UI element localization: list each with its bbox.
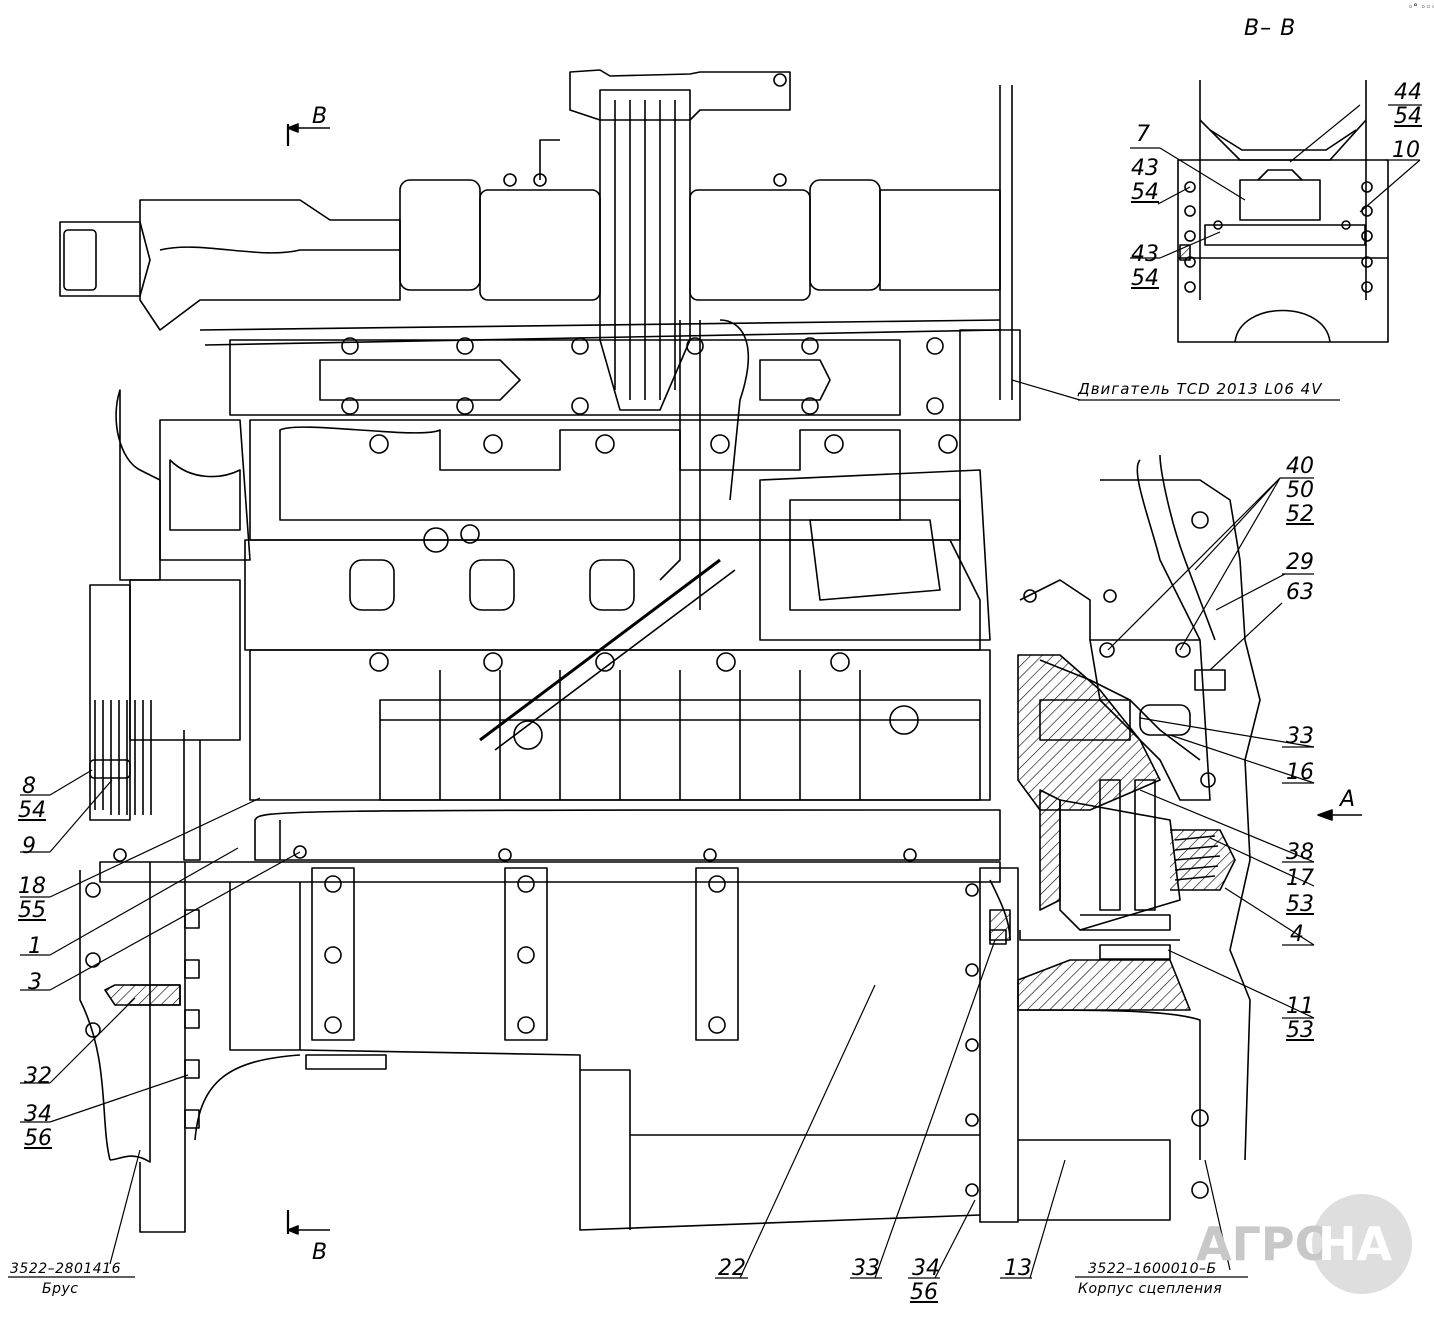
callout-22: 22 bbox=[718, 1256, 746, 1281]
callout-16: 16 bbox=[1286, 760, 1314, 785]
callout-54-b: 54 bbox=[1131, 180, 1159, 205]
mounting-frame bbox=[79, 809, 1001, 1233]
view-a-label: А bbox=[1340, 787, 1356, 812]
agronka-watermark: АГРО НА bbox=[1196, 1188, 1420, 1296]
callout-4: 4 bbox=[1290, 922, 1304, 947]
housing-code: 3522–1600010–Б bbox=[1088, 1261, 1217, 1277]
cut-marker-bottom-label: В bbox=[312, 1240, 328, 1265]
callout-34-a: 34 bbox=[24, 1102, 52, 1127]
brus-code: 3522–2801416 bbox=[10, 1261, 121, 1277]
watermark-text-left: АГРО bbox=[1196, 1217, 1334, 1271]
callout-33-b: 33 bbox=[852, 1256, 880, 1281]
label-underlines bbox=[8, 104, 1422, 1279]
watermark-logo-icon: АГРО НА bbox=[1196, 1194, 1412, 1294]
callout-50: 50 bbox=[1286, 478, 1314, 503]
callout-7: 7 bbox=[1136, 122, 1150, 147]
callout-34-b: 34 bbox=[912, 1256, 940, 1281]
engine-top-assembly bbox=[59, 69, 1021, 421]
callout-63: 63 bbox=[1286, 580, 1314, 605]
callout-54-a: 54 bbox=[1394, 104, 1422, 129]
callout-56-b: 56 bbox=[910, 1280, 938, 1305]
callout-43-a: 43 bbox=[1131, 156, 1159, 181]
callout-43-b: 43 bbox=[1131, 242, 1159, 267]
cut-marker-top bbox=[286, 123, 330, 146]
callout-18: 18 bbox=[18, 874, 46, 899]
callout-54-c: 54 bbox=[1131, 266, 1159, 291]
callout-9: 9 bbox=[22, 834, 36, 859]
callout-32: 32 bbox=[24, 1064, 52, 1089]
section-title: В– В bbox=[1244, 16, 1297, 41]
housing-name: Корпус сцепления bbox=[1078, 1281, 1223, 1297]
callout-3: 3 bbox=[28, 970, 42, 995]
brus-name: Брус bbox=[42, 1281, 79, 1297]
view-a-arrow bbox=[1317, 809, 1362, 821]
cut-marker-bottom bbox=[286, 1210, 330, 1235]
corner-marks: ◦° ◦◦◦ bbox=[1408, 3, 1434, 13]
callout-53-a: 53 bbox=[1286, 892, 1314, 917]
section-bb-detail bbox=[1177, 80, 1389, 343]
callout-17: 17 bbox=[1286, 866, 1314, 891]
callout-44: 44 bbox=[1394, 80, 1422, 105]
callout-8: 8 bbox=[22, 774, 36, 799]
leader-lines bbox=[49, 104, 1421, 1279]
front-pulley bbox=[89, 389, 251, 861]
cut-marker-top-label: В bbox=[312, 104, 328, 129]
callout-13: 13 bbox=[1004, 1256, 1032, 1281]
clutch-housing bbox=[965, 454, 1261, 1223]
engine-block bbox=[244, 319, 991, 801]
callout-55: 55 bbox=[18, 898, 46, 923]
callout-29: 29 bbox=[1286, 550, 1314, 575]
callout-56-a: 56 bbox=[24, 1126, 52, 1151]
engine-label: Двигатель TCD 2013 L06 4V bbox=[1078, 380, 1323, 398]
callout-1: 1 bbox=[28, 934, 42, 959]
callout-53-b: 53 bbox=[1286, 1018, 1314, 1043]
callout-33-a: 33 bbox=[1286, 724, 1314, 749]
callout-10: 10 bbox=[1392, 138, 1420, 163]
callout-52: 52 bbox=[1286, 502, 1314, 527]
callout-40: 40 bbox=[1286, 454, 1314, 479]
callout-11: 11 bbox=[1286, 994, 1314, 1019]
watermark-text-right: НА bbox=[1318, 1217, 1392, 1271]
callout-38: 38 bbox=[1286, 840, 1314, 865]
callout-54-d: 54 bbox=[18, 798, 46, 823]
